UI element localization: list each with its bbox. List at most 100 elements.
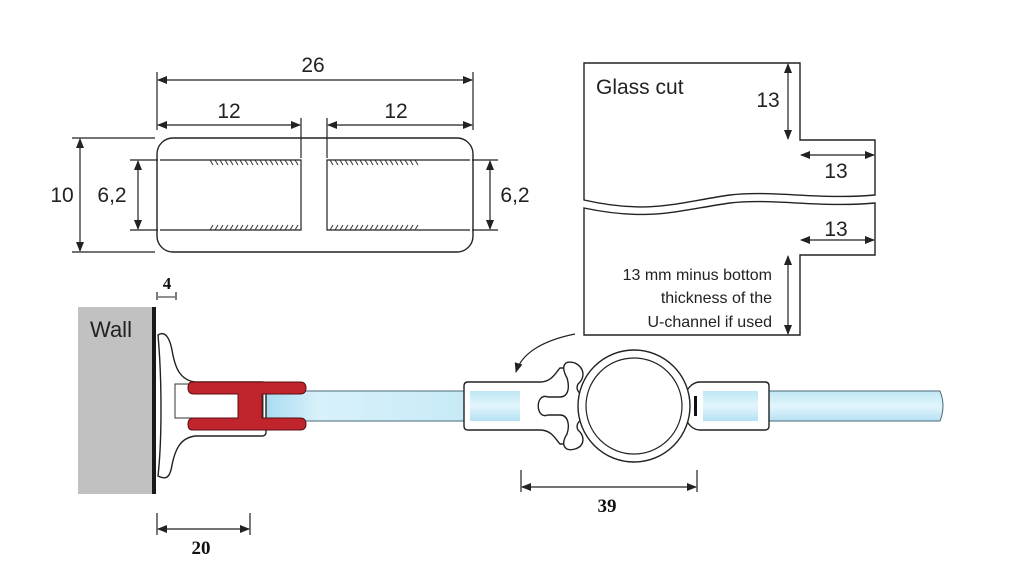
serration-tooth [379,159,384,166]
serration-tooth [219,159,224,166]
round-connector: 39 [463,349,770,517]
glass-pane-left [254,390,471,422]
serration-tooth [274,224,279,231]
serration-tooth [344,159,349,166]
serration-tooth [274,159,279,166]
dim-overall-width: 26 [301,54,324,77]
serration-tooth [289,224,294,231]
serration-tooth [404,224,409,231]
glass-cut-title: Glass cut [596,76,684,99]
serration-tooth [339,224,344,231]
serration-tooth [409,159,414,166]
serration-tooth [254,159,259,166]
dim-bottom-notch-depth: 13 [824,218,847,241]
tube-inner [585,357,683,455]
wall-seal-strip [152,307,156,494]
serration-tooth [214,224,219,231]
serration-tooth [334,224,339,231]
dim-depth: 20 [192,538,211,559]
dim-gap: 4 [163,274,172,293]
serration-tooth [339,159,344,166]
glass-top-piece [583,62,876,208]
serration-tooth [334,159,339,166]
profile-outline [156,137,474,253]
serration-tooth [249,224,254,231]
serration-tooth [279,224,284,231]
note-line-2: thickness of the [661,290,772,307]
serration-tooth [389,159,394,166]
hinge-clip [537,361,586,451]
serration-tooth [414,159,419,166]
serration-tooth [399,224,404,231]
glass-cut-detail: Glass cut 13 13 13 13 mm minus bottom th… [514,62,876,373]
serration-tooth [264,224,269,231]
serration-tooth [224,224,229,231]
serration-tooth [354,224,359,231]
wall-fitting: Wall 4 20 [78,274,307,559]
serration-tooth [289,159,294,166]
note-line-3: U-channel if used [647,314,772,331]
serration-tooth [239,224,244,231]
serration-tooth [209,159,214,166]
serration-tooth [414,224,419,231]
serration-tooth [279,159,284,166]
serration-tooth [249,159,254,166]
right-channel [326,159,470,231]
dim-right-half: 12 [384,100,407,123]
wall [78,307,153,494]
serration-tooth [264,159,269,166]
serration-tooth [369,159,374,166]
serration-tooth [394,224,399,231]
serration-tooth [364,224,369,231]
serration-tooth [384,159,389,166]
serration-tooth [344,224,349,231]
dim-notch-height: 13 [756,89,779,112]
serration-tooth [399,159,404,166]
serration-tooth [209,224,214,231]
serration-tooth [284,159,289,166]
serration-tooth [329,224,334,231]
serration-tooth [224,159,229,166]
serration-tooth [219,224,224,231]
dim-top-notch-depth: 13 [824,160,847,183]
reference-arrow [514,333,576,373]
dim-diameter: 39 [598,496,617,517]
serration-tooth [389,224,394,231]
glass-bottom-piece [583,200,876,336]
serration-tooth [234,159,239,166]
serration-tooth [374,159,379,166]
serration-tooth [269,159,274,166]
serration-tooth [234,224,239,231]
serration-tooth [214,159,219,166]
serration-tooth [229,224,234,231]
serration-tooth [364,159,369,166]
serration-tooth [269,224,274,231]
serration-tooth [244,159,249,166]
serration-tooth [404,159,409,166]
serration-tooth [349,224,354,231]
serration-tooth [369,224,374,231]
serration-tooth [229,159,234,166]
serration-tooth [294,224,299,231]
serration-tooth [259,224,264,231]
serration-tooth [394,159,399,166]
serration-tooth [409,224,414,231]
serration-tooth [354,159,359,166]
dim-right-channel: 6,2 [500,184,529,207]
serration-tooth [374,224,379,231]
serration-tooth [349,159,354,166]
serration-tooth [359,159,364,166]
serration-tooth [254,224,259,231]
serration-tooth [359,224,364,231]
note-line-1: 13 mm minus bottom [623,267,772,284]
serration-tooth [244,224,249,231]
serration-tooth [284,224,289,231]
dim-left-channel: 6,2 [97,184,126,207]
serration-tooth [259,159,264,166]
dim-height: 10 [50,184,73,207]
wall-label: Wall [90,317,132,342]
dim-left-half: 12 [217,100,240,123]
serration-tooth [379,224,384,231]
